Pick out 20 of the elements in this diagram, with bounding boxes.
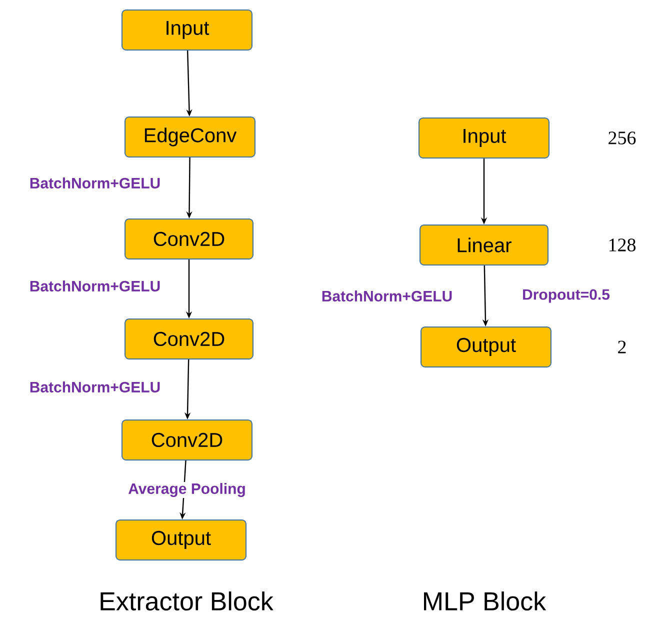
- dimension-label: 128: [609, 238, 636, 252]
- dimension-label: 256: [608, 132, 636, 144]
- dropout-label: Dropout=0.5: [523, 289, 610, 303]
- process-box: EdgeConv: [124, 116, 256, 158]
- edge-label: BatchNorm+GELU: [322, 290, 452, 302]
- edge-label: BatchNorm+GELU: [30, 177, 160, 188]
- edge-label: BatchNorm+GELU: [30, 381, 160, 392]
- process-box: Linear: [420, 224, 548, 266]
- process-box: Output: [116, 519, 246, 560]
- block-title: MLP Block: [424, 591, 546, 611]
- dimension-label: 2: [618, 340, 626, 354]
- block-title: Extractor Block: [100, 591, 274, 611]
- process-box: Input: [122, 9, 252, 50]
- process-box: Conv2D: [124, 218, 254, 260]
- process-box: Conv2D: [122, 419, 252, 460]
- edge-label: BatchNorm+GELU: [30, 280, 160, 292]
- edge-label: Average Pooling: [127, 482, 247, 498]
- process-box: Output: [420, 326, 552, 368]
- process-box: Input: [418, 117, 550, 158]
- process-box: Conv2D: [124, 318, 254, 360]
